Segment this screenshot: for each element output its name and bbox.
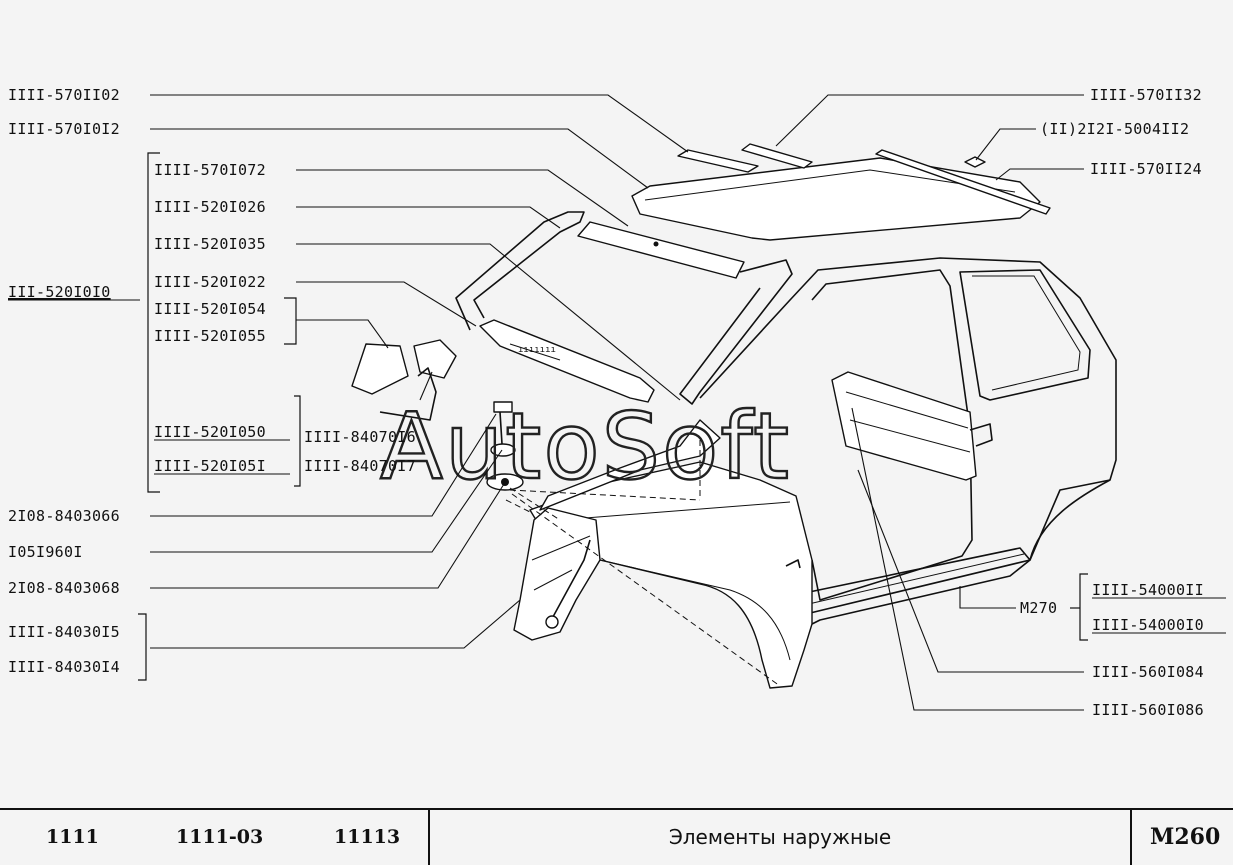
label-520I050: IIII-520I050 bbox=[154, 423, 266, 441]
label-I05I960I: I05I960I bbox=[8, 543, 83, 561]
a-pillar bbox=[679, 259, 793, 405]
footer-model-1111-03: 1111-03 bbox=[176, 826, 264, 848]
label-560I086: IIII-560I086 bbox=[1092, 701, 1204, 719]
windshield-pillar bbox=[455, 211, 585, 331]
footer-title: Элементы наружные bbox=[668, 825, 892, 849]
label-84030I5: IIII-84030I5 bbox=[8, 623, 120, 641]
label-2I08-8403066: 2I08-8403066 bbox=[8, 507, 120, 525]
label-560I084: IIII-560I084 bbox=[1092, 663, 1204, 681]
footer-divider bbox=[1130, 810, 1132, 865]
bracket-520I055 bbox=[413, 339, 457, 379]
side-sill bbox=[789, 547, 1031, 615]
label-520I054: IIII-520I054 bbox=[154, 300, 266, 318]
roof-panel bbox=[631, 157, 1041, 241]
footer-model-11113: 11113 bbox=[334, 826, 401, 848]
svg-text:ııııııı: ııııııı bbox=[518, 345, 556, 355]
side-body-outline bbox=[699, 257, 1117, 625]
front-fender bbox=[529, 461, 813, 689]
car-body-drawing: ııııııı bbox=[351, 143, 1117, 689]
label-5004II2: (II)2I2I-5004II2 bbox=[1040, 120, 1189, 138]
label-84070I6: IIII-84070I6 bbox=[304, 428, 416, 446]
label-520I035: IIII-520I035 bbox=[154, 235, 266, 253]
label-520I0I0: III-520I0I0 bbox=[8, 283, 111, 301]
label-520I026: IIII-520I026 bbox=[154, 198, 266, 216]
footer-bar: 1111 1111-03 11113 Элементы наружные M26… bbox=[0, 808, 1233, 865]
roof-front-bar bbox=[677, 149, 759, 173]
label-54000II: IIII-54000II bbox=[1092, 581, 1204, 599]
label-84070I7: IIII-84070I7 bbox=[304, 457, 416, 475]
bracket-520I054 bbox=[351, 343, 409, 395]
label-54000I0: IIII-54000I0 bbox=[1092, 616, 1204, 634]
leader-lines bbox=[150, 94, 1084, 711]
label-M270: M270 bbox=[1020, 599, 1057, 617]
stay-rod bbox=[547, 539, 591, 627]
left-labels: IIII-570II02 IIII-570I0I2 IIII-570I072 I… bbox=[8, 86, 416, 676]
cowl-panel bbox=[479, 319, 655, 403]
footer-model-1111: 1111 bbox=[46, 826, 99, 848]
label-520I055: IIII-520I055 bbox=[154, 327, 266, 345]
label-520I022: IIII-520I022 bbox=[154, 273, 266, 291]
inner-door-panel bbox=[831, 371, 977, 481]
hood-hinge bbox=[379, 367, 437, 421]
footer-divider bbox=[428, 810, 430, 865]
label-570II32: IIII-570II32 bbox=[1090, 86, 1202, 104]
label-2I08-8403068: 2I08-8403068 bbox=[8, 579, 120, 597]
footer-page-code: M260 bbox=[1150, 824, 1221, 850]
label-520I05I: IIII-520I05I bbox=[154, 457, 266, 475]
right-labels: IIII-570II32 (II)2I2I-5004II2 IIII-570II… bbox=[1020, 86, 1226, 719]
label-570I0I2: IIII-570I0I2 bbox=[8, 120, 120, 138]
parts-diagram: ııııııı bbox=[8, 86, 1226, 719]
brackets bbox=[138, 152, 1088, 681]
roof-rear-rail bbox=[875, 149, 1051, 215]
rear-side-window bbox=[959, 269, 1091, 401]
inner-apron bbox=[539, 419, 721, 511]
buffer-cap bbox=[493, 401, 513, 413]
buffer-washer bbox=[490, 443, 516, 457]
label-570II02: IIII-570II02 bbox=[8, 86, 120, 104]
watermark: AutoSoft bbox=[380, 393, 791, 500]
label-570II24: IIII-570II24 bbox=[1090, 160, 1202, 178]
windshield-upper-frame bbox=[577, 221, 745, 279]
label-84030I4: IIII-84030I4 bbox=[8, 658, 120, 676]
label-570I072: IIII-570I072 bbox=[154, 161, 266, 179]
